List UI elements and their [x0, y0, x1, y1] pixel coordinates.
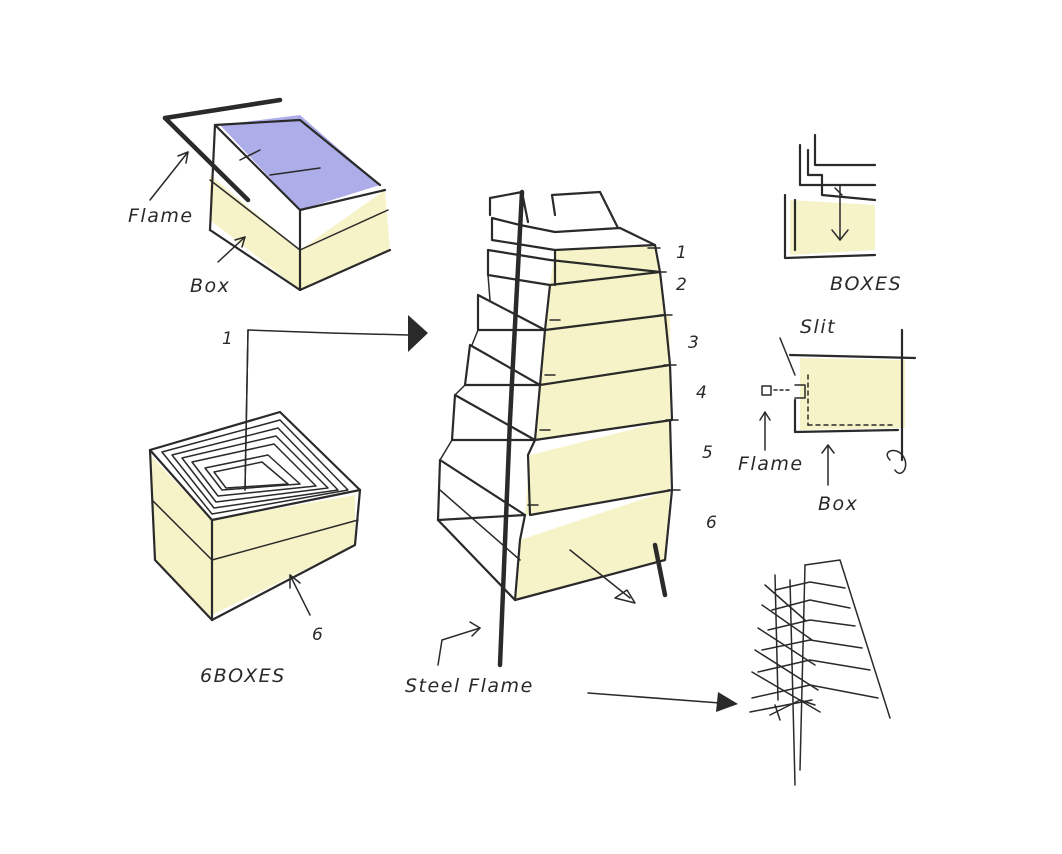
connector-number: 1 — [222, 329, 234, 349]
slit-label: Slit — [800, 316, 836, 338]
stacked-tower-sketch — [436, 189, 681, 668]
six-pointer-arrow — [289, 574, 311, 616]
single-box-sketch — [162, 97, 392, 292]
boxes-detail-label: BOXES — [830, 273, 902, 295]
stack-number-6: 6 — [706, 513, 718, 533]
slit-detail-sketch — [759, 328, 917, 486]
frame-stack-diagram — [749, 559, 891, 786]
stack-number-4: 4 — [696, 383, 708, 403]
stack-number-5: 5 — [702, 443, 714, 463]
stack-number-2: 2 — [676, 275, 688, 295]
flame-pointer-arrow — [149, 151, 189, 201]
six-boxes-label: 6BOXES — [200, 665, 286, 687]
flame-detail-label: Flame — [738, 453, 804, 475]
stack-number-1: 1 — [676, 243, 688, 263]
box-detail-label: Box — [818, 493, 858, 515]
box-pointer-arrow — [217, 236, 246, 263]
boxes-detail-sketch — [783, 133, 877, 260]
flame-label: Flame — [128, 205, 194, 227]
stack-number-3: 3 — [688, 333, 700, 353]
steel-flame-pointer — [437, 621, 481, 666]
steel-flame-label: Steel Flame — [405, 675, 534, 697]
box-label: Box — [190, 275, 230, 297]
steel-flame-arrow — [587, 692, 738, 712]
nested-boxes-sketch — [148, 329, 362, 622]
connector-arrow — [244, 315, 428, 491]
box-count-number: 6 — [312, 625, 324, 645]
